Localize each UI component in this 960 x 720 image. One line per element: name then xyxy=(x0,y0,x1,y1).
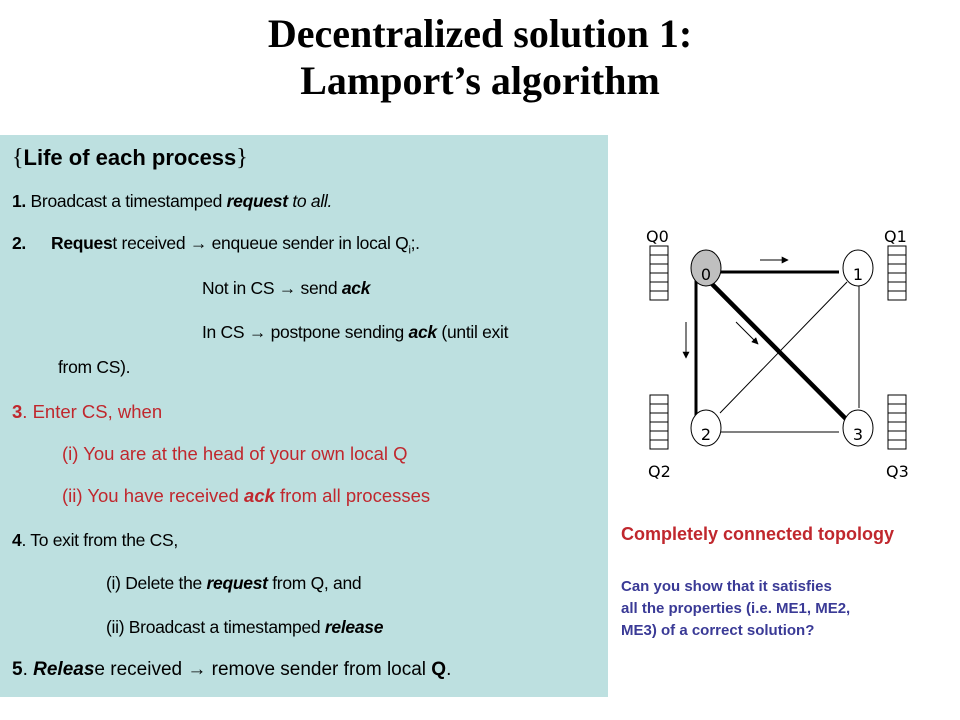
step-2: 2. Request received → enqueue sender in l… xyxy=(12,233,420,257)
queue-q3 xyxy=(887,394,907,450)
title-line-1: Decentralized solution 1: xyxy=(267,11,693,56)
step-5-number: 5 xyxy=(12,659,23,680)
step-4-number: 4 xyxy=(12,530,22,550)
heading-brace-open: { xyxy=(12,145,24,171)
step-3-number: 3 xyxy=(12,401,23,422)
step-3-text: . Enter CS, when xyxy=(22,401,163,422)
step-3-condition-1: (i) You are at the head of your own loca… xyxy=(62,443,408,464)
step-5-q: Q xyxy=(431,659,447,680)
step-1-text: Broadcast a timestamped xyxy=(26,191,227,211)
question-line-2: all the properties (i.e. ME1, ME2, xyxy=(621,600,851,617)
step-5: 5. Release received → remove sender from… xyxy=(12,659,451,681)
step-1: 1. Broadcast a timestamped request to al… xyxy=(12,191,332,212)
queue-label-q3: Q3 xyxy=(886,462,909,481)
node-2 xyxy=(690,409,722,447)
step-2-text: t received xyxy=(112,233,190,253)
question-line-3: ME3) of a correct solution? xyxy=(621,622,815,639)
queue-q2 xyxy=(649,394,669,450)
step-2-bold: Reques xyxy=(51,233,113,253)
step-1-number: 1. xyxy=(12,191,26,211)
question-text: Can you show that it satisfies all the p… xyxy=(621,576,957,642)
queue-label-q1: Q1 xyxy=(884,227,907,246)
step-2-tail: enqueue sender in local Q xyxy=(207,233,409,253)
step-3: 3. Enter CS, when xyxy=(12,401,162,423)
step-5-release: Releas xyxy=(33,659,95,680)
arrow-diagonal-icon xyxy=(735,321,759,345)
step-3-condition-2: (ii) You have received ack from all proc… xyxy=(62,485,430,507)
queue-q0 xyxy=(649,245,669,301)
step-2-not-in-cs: Not in CS → send ack xyxy=(202,278,370,299)
node-label-3: 3 xyxy=(853,425,863,444)
not-in-cs-ack: ack xyxy=(341,278,371,298)
not-in-cs-text: Not in CS xyxy=(202,278,279,298)
queue-label-q2: Q2 xyxy=(648,462,671,481)
step-4-sub-2: (ii) Broadcast a timestamped release xyxy=(106,617,383,638)
title-line-2: Lamport’s algorithm xyxy=(300,58,660,103)
in-cs-ack: ack xyxy=(408,322,438,342)
sub1-request: request xyxy=(206,573,268,593)
arrow-icon: → xyxy=(278,278,297,298)
step-5-text: e received xyxy=(94,659,188,680)
heading-brace-close: } xyxy=(236,145,248,171)
heading-text: Life of each process xyxy=(23,145,237,170)
queue-label-q0: Q0 xyxy=(646,227,669,246)
arrow-icon: → xyxy=(248,322,267,342)
step-4-sub-1: (i) Delete the request from Q, and xyxy=(106,573,362,594)
arrow-icon: → xyxy=(187,659,207,680)
node-label-1: 1 xyxy=(853,265,863,284)
node-3 xyxy=(842,409,874,447)
node-label-2: 2 xyxy=(701,425,711,444)
step-1-tail: to all. xyxy=(287,191,333,211)
topology-diagram: Q0 Q1 Q2 Q3 0 1 2 3 xyxy=(646,227,909,481)
cond2-pre: (ii) You have received xyxy=(62,485,245,506)
queue-q1 xyxy=(887,245,907,301)
sub2-pre: (ii) Broadcast a timestamped xyxy=(106,617,325,637)
edge-1-2 xyxy=(719,281,848,414)
sub1-post: from Q, and xyxy=(267,573,362,593)
in-cs-end: (until exit xyxy=(436,322,509,342)
sub2-release: release xyxy=(324,617,384,637)
cond2-ack: ack xyxy=(244,485,275,506)
node-1 xyxy=(842,249,874,287)
slide-title: Decentralized solution 1: Lamport’s algo… xyxy=(0,10,960,104)
node-label-0: 0 xyxy=(701,265,711,284)
step-2-in-cs: In CS → postpone sending ack (until exit xyxy=(202,322,598,343)
question-line-1: Can you show that it satisfies xyxy=(621,578,832,595)
sub1-pre: (i) Delete the xyxy=(106,573,207,593)
step-5-end: . xyxy=(446,659,452,680)
step-2-end: ;. xyxy=(410,233,420,253)
step-4: 4. To exit from the CS, xyxy=(12,530,178,551)
step-2-number: 2. xyxy=(12,233,26,253)
step-2-from-cs: from CS). xyxy=(58,357,131,377)
step-1-request: request xyxy=(226,191,288,211)
arrow-icon: → xyxy=(189,233,208,253)
step-4-text: . To exit from the CS, xyxy=(21,530,178,550)
in-cs-tail: postpone sending xyxy=(266,322,409,342)
node-0 xyxy=(690,249,722,287)
topology-caption: Completely connected topology xyxy=(621,524,895,544)
not-in-cs-tail: send xyxy=(295,278,342,298)
step-2-sub: i xyxy=(408,244,411,257)
cond2-post: from all processes xyxy=(274,485,431,506)
panel-heading: {Life of each process} xyxy=(12,145,248,172)
step-5-tail: remove sender from local xyxy=(206,659,432,680)
algorithm-panel: {Life of each process} 1. Broadcast a ti… xyxy=(0,135,608,697)
in-cs-text: In CS xyxy=(202,322,249,342)
step-5-dot: . xyxy=(22,659,34,680)
